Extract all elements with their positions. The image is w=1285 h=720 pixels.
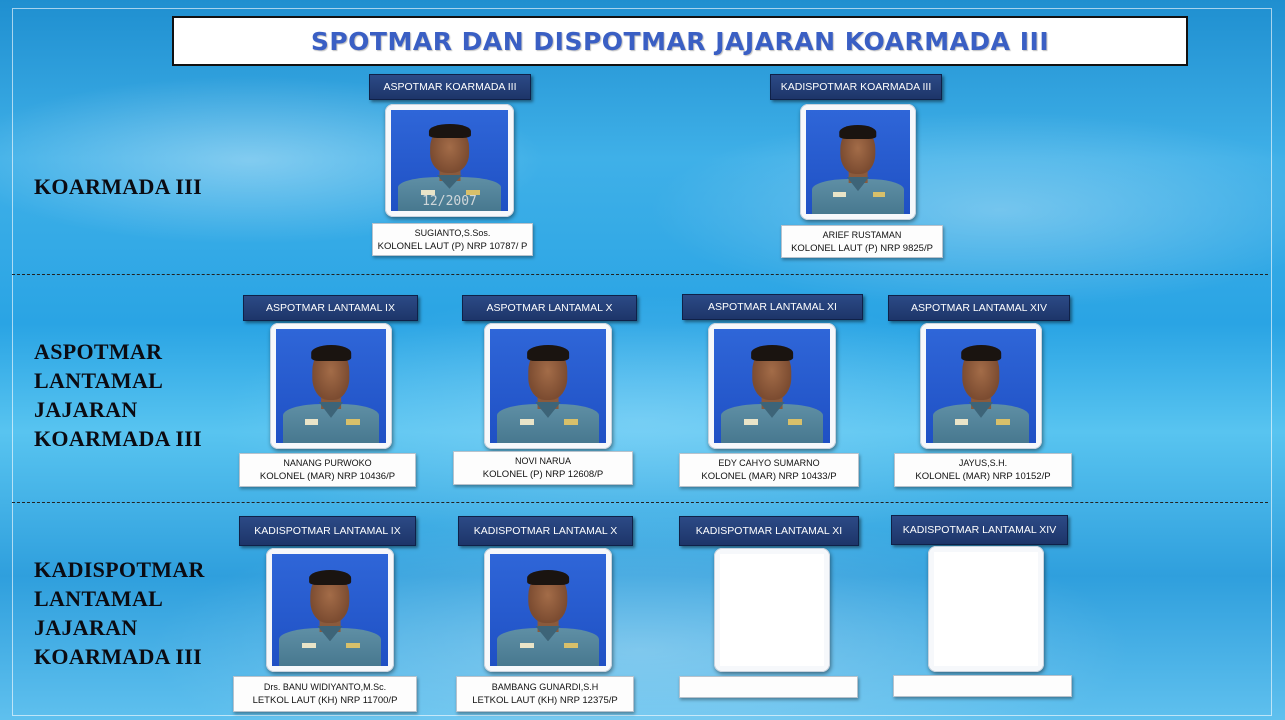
empty-photo-frame bbox=[928, 546, 1044, 672]
row-divider bbox=[12, 274, 1268, 275]
officer-namebox: NANANG PURWOKO KOLONEL (MAR) NRP 10436/P bbox=[239, 453, 416, 487]
page-title: SPOTMAR DAN DISPOTMAR JAJARAN KOARMADA I… bbox=[310, 26, 1050, 56]
row-label-line: JAJARAN bbox=[34, 397, 138, 422]
officer-name: Drs. BANU WIDIYANTO,M.Sc. bbox=[263, 682, 387, 692]
officer-rank: KOLONEL LAUT (P) NRP 9825/P bbox=[791, 242, 933, 254]
officer-photo bbox=[800, 104, 916, 220]
empty-photo-frame bbox=[714, 548, 830, 672]
position-label: ASPOTMAR LANTAMAL IX bbox=[243, 295, 418, 321]
officer-name: NANANG PURWOKO bbox=[283, 458, 372, 468]
row-label-line: ASPOTMAR bbox=[34, 339, 163, 364]
photo-date-stamp: 12/2007 bbox=[422, 194, 477, 209]
row-label-line: LANTAMAL bbox=[34, 368, 164, 393]
officer-name: BAMBANG GUNARDI,S.H bbox=[491, 682, 599, 692]
row-label-aspotmar: ASPOTMAR LANTAMAL JAJARAN KOARMADA III bbox=[34, 337, 202, 453]
officer-namebox: JAYUS,S.H. KOLONEL (MAR) NRP 10152/P bbox=[894, 453, 1072, 487]
officer-rank: LETKOL LAUT (KH) NRP 11700/P bbox=[252, 695, 398, 706]
officer-photo: 12/2007 bbox=[385, 104, 514, 217]
officer-photo bbox=[270, 323, 392, 449]
officer-name: EDY CAHYO SUMARNO bbox=[718, 458, 820, 468]
row-label-koarmada: KOARMADA III bbox=[34, 174, 202, 199]
position-label: KADISPOTMAR LANTAMAL XIV bbox=[891, 515, 1068, 545]
row-label-line: JAJARAN bbox=[34, 615, 138, 640]
title-banner: SPOTMAR DAN DISPOTMAR JAJARAN KOARMADA I… bbox=[172, 16, 1188, 66]
officer-namebox: NOVI NARUA KOLONEL (P) NRP 12608/P bbox=[453, 451, 633, 485]
officer-name: JAYUS,S.H. bbox=[958, 458, 1008, 468]
officer-rank: LETKOL LAUT (KH) NRP 12375/P bbox=[472, 695, 618, 706]
officer-rank: KOLONEL (MAR) NRP 10152/P bbox=[915, 471, 1051, 482]
position-label: ASPOTMAR KOARMADA III bbox=[369, 74, 531, 100]
position-label: ASPOTMAR LANTAMAL X bbox=[462, 295, 637, 321]
position-label: ASPOTMAR LANTAMAL XIV bbox=[888, 295, 1070, 321]
officer-rank: KOLONEL LAUT (P) NRP 10787/ P bbox=[377, 240, 528, 252]
officer-rank: KOLONEL (P) NRP 12608/P bbox=[482, 469, 604, 480]
officer-name: SUGIANTO,S.Sos. bbox=[414, 227, 491, 238]
officer-photo bbox=[708, 323, 836, 449]
row-divider bbox=[12, 502, 1268, 503]
row-label-line: KOARMADA III bbox=[34, 644, 202, 669]
officer-photo bbox=[920, 323, 1042, 449]
slide-frame bbox=[12, 8, 1272, 716]
officer-namebox: Drs. BANU WIDIYANTO,M.Sc. LETKOL LAUT (K… bbox=[233, 676, 417, 712]
position-label: KADISPOTMAR LANTAMAL X bbox=[458, 516, 633, 546]
position-label: KADISPOTMAR KOARMADA III bbox=[770, 74, 942, 100]
officer-namebox: BAMBANG GUNARDI,S.H LETKOL LAUT (KH) NRP… bbox=[456, 676, 634, 712]
officer-namebox: SUGIANTO,S.Sos. KOLONEL LAUT (P) NRP 107… bbox=[372, 223, 533, 256]
row-label-line: KADISPOTMAR bbox=[34, 557, 205, 582]
officer-name: ARIEF RUSTAMAN bbox=[822, 229, 902, 240]
row-label-line: LANTAMAL bbox=[34, 586, 164, 611]
officer-photo bbox=[266, 548, 394, 672]
officer-rank: KOLONEL (MAR) NRP 10433/P bbox=[701, 471, 837, 482]
position-label: KADISPOTMAR LANTAMAL IX bbox=[239, 516, 416, 546]
officer-namebox: EDY CAHYO SUMARNO KOLONEL (MAR) NRP 1043… bbox=[679, 453, 859, 487]
position-label: ASPOTMAR LANTAMAL XI bbox=[682, 294, 863, 320]
position-label: KADISPOTMAR LANTAMAL XI bbox=[679, 516, 859, 546]
empty-namebox bbox=[679, 676, 858, 698]
officer-name: NOVI NARUA bbox=[514, 456, 571, 466]
officer-photo bbox=[484, 323, 612, 449]
officer-rank: KOLONEL (MAR) NRP 10436/P bbox=[259, 471, 396, 482]
row-label-kadispotmar: KADISPOTMAR LANTAMAL JAJARAN KOARMADA II… bbox=[34, 555, 205, 671]
empty-namebox bbox=[893, 675, 1072, 697]
officer-photo bbox=[484, 548, 612, 672]
row-label-line: KOARMADA III bbox=[34, 426, 202, 451]
officer-namebox: ARIEF RUSTAMAN KOLONEL LAUT (P) NRP 9825… bbox=[781, 225, 943, 258]
